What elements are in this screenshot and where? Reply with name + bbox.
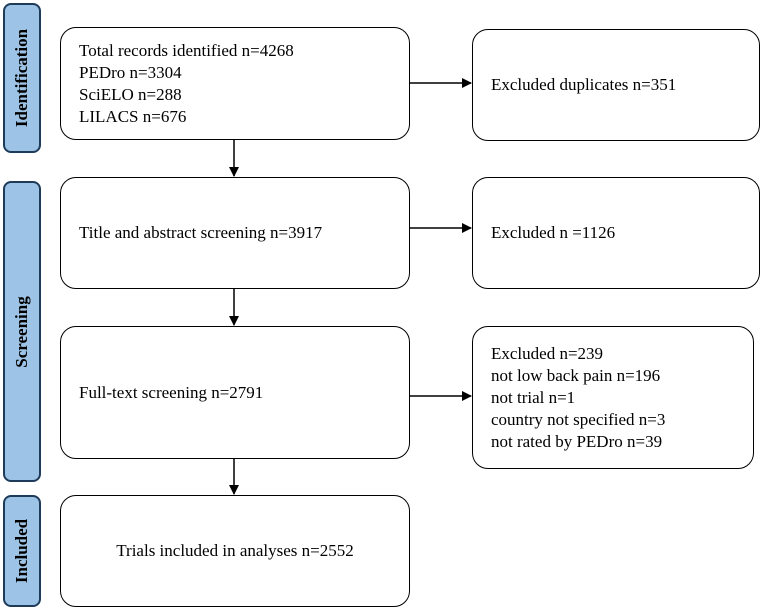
trials-included-text: Trials included in analyses n=2552: [116, 541, 354, 560]
phase-screening: Screening: [3, 181, 41, 482]
excluded-ft-not-trial: not trial n=1: [491, 387, 576, 407]
full-text-text: Full-text screening n=2791: [79, 382, 264, 402]
title-abstract-screening-box: Title and abstract screening n=3917: [60, 177, 410, 289]
full-text-screening-box: Full-text screening n=2791: [60, 326, 410, 459]
records-identified-box: Total records identified n=4268 PEDro n=…: [60, 27, 410, 140]
records-total: Total records identified n=4268: [79, 40, 294, 60]
records-scielo: SciELO n=288: [79, 84, 182, 104]
phase-included: Included: [3, 495, 41, 607]
records-pedro: PEDro n=3304: [79, 62, 182, 82]
excluded-duplicates-text: Excluded duplicates n=351: [491, 75, 677, 94]
excluded-ft-not-lbp: not low back pain n=196: [491, 365, 661, 385]
excluded-full-text-box: Excluded n=239 not low back pain n=196 n…: [472, 326, 754, 469]
excluded-title-abstract-box: Excluded n =1126: [472, 177, 760, 289]
trials-included-box: Trials included in analyses n=2552: [60, 495, 410, 607]
title-abstract-text: Title and abstract screening n=3917: [79, 223, 323, 242]
excluded-title-abstract-text: Excluded n =1126: [491, 223, 616, 242]
excluded-ft-not-rated: not rated by PEDro n=39: [491, 431, 663, 451]
records-lilacs: LILACS n=676: [79, 106, 187, 126]
phase-identification: Identification: [3, 3, 41, 153]
excluded-ft-total: Excluded n=239: [491, 343, 604, 363]
excluded-duplicates-box: Excluded duplicates n=351: [472, 29, 760, 141]
excluded-ft-country: country not specified n=3: [491, 409, 666, 429]
